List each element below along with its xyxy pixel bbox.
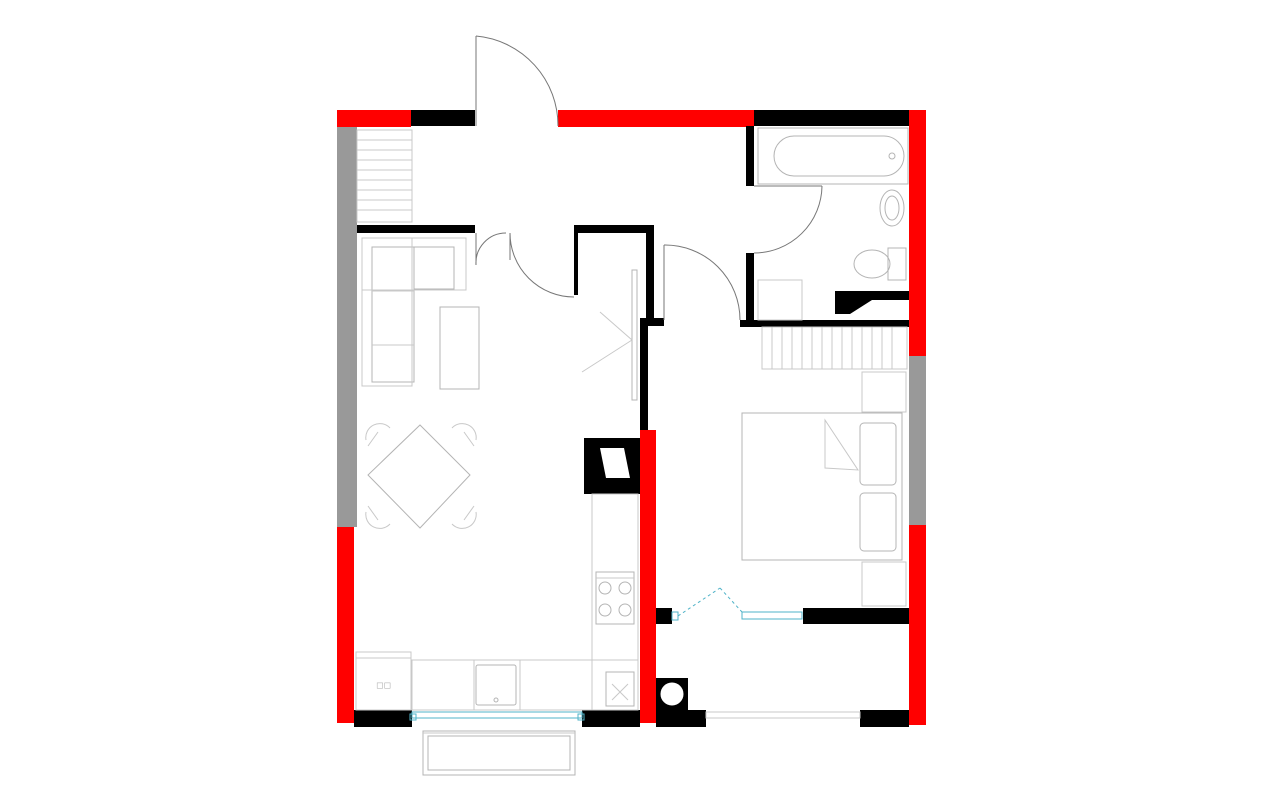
- wall-black-bottom-right-a: [656, 710, 706, 727]
- sink-icon: [879, 189, 905, 227]
- fridge-icon: ◻◻: [355, 651, 412, 711]
- toilet-icon: [853, 247, 907, 281]
- wall-black-bedroom-bottom: [803, 608, 909, 624]
- window-kitchen: [411, 711, 583, 719]
- bedroom: [656, 326, 908, 710]
- walls: [337, 110, 926, 727]
- wall-black-top-entry: [411, 110, 475, 126]
- fridge-symbol: ◻◻: [376, 681, 391, 691]
- wall-black-bath-left-upper: [746, 126, 754, 186]
- wall-black-corridor: [646, 225, 654, 325]
- washing-machine-icon: [757, 279, 803, 321]
- wall-red-center: [640, 430, 656, 723]
- kitchen-sink-icon: [475, 664, 517, 706]
- wall-red-right-lower: [909, 525, 926, 725]
- coffee-table-icon: [439, 306, 480, 390]
- entrance-door-swing-icon: [475, 35, 559, 127]
- wall-red-right-upper: [909, 110, 926, 356]
- bedroom-door-swing-icon: [663, 244, 741, 321]
- wall-window-right: [909, 356, 926, 525]
- wall-black-hall-jamb: [574, 225, 578, 295]
- wall-black-bottom-left: [354, 710, 412, 727]
- wall-black-bath-bottom: [740, 320, 909, 327]
- balcony-door-frame-left: [671, 611, 679, 621]
- wall-red-left-lower: [337, 527, 354, 723]
- kitchen-counter-icon: [411, 493, 639, 711]
- bathtub-icon: [757, 127, 909, 185]
- bedroom-wardrobe-icon: [761, 326, 908, 370]
- dishwasher-icon: [605, 671, 635, 707]
- living-room-door-swing-icon: [475, 232, 575, 298]
- wall-black-hall-bottom: [357, 225, 475, 233]
- shaft-kitchen: [584, 438, 640, 494]
- bathroom-door-swing-icon: [753, 185, 823, 254]
- balcony-door-swing-icon: [677, 587, 721, 617]
- wall-black-kitchen-divider: [640, 320, 648, 430]
- entrance-hall: [356, 129, 413, 223]
- wall-window-left: [337, 127, 357, 527]
- boiler-icon: [656, 678, 688, 710]
- doors: [475, 35, 823, 401]
- window-kitchen-frame-left: [409, 713, 417, 721]
- sofa-icon: [361, 237, 467, 387]
- wall-black-bottom-right-b: [860, 710, 909, 727]
- bathroom: [757, 127, 909, 321]
- living-kitchen: ◻◻: [355, 237, 639, 711]
- balcony: [422, 730, 576, 776]
- nightstand-icon: [861, 371, 907, 607]
- dining-table-icon: [365, 423, 477, 529]
- bed-icon: [741, 412, 903, 561]
- wall-black-hall-right: [574, 225, 654, 233]
- wardrobe-icon: [356, 129, 413, 223]
- windows: [409, 587, 861, 776]
- window-kitchen-frame-right: [577, 713, 585, 721]
- wall-black-corridor-ledge: [640, 318, 664, 326]
- wall-red-top-middle: [558, 110, 754, 127]
- wall-black-bath-left-lower: [746, 253, 754, 326]
- sliding-door-icon: [581, 269, 638, 401]
- wall-red-top-left: [337, 110, 411, 127]
- shaft-bath: [835, 291, 909, 314]
- window-bedroom: [705, 711, 861, 719]
- balcony-door-glass: [741, 611, 803, 620]
- wall-black-bedroom-stub: [656, 608, 672, 624]
- stove-icon: [595, 571, 635, 625]
- wall-black-top-bath: [754, 110, 909, 126]
- wall-black-bottom-middle: [582, 710, 640, 727]
